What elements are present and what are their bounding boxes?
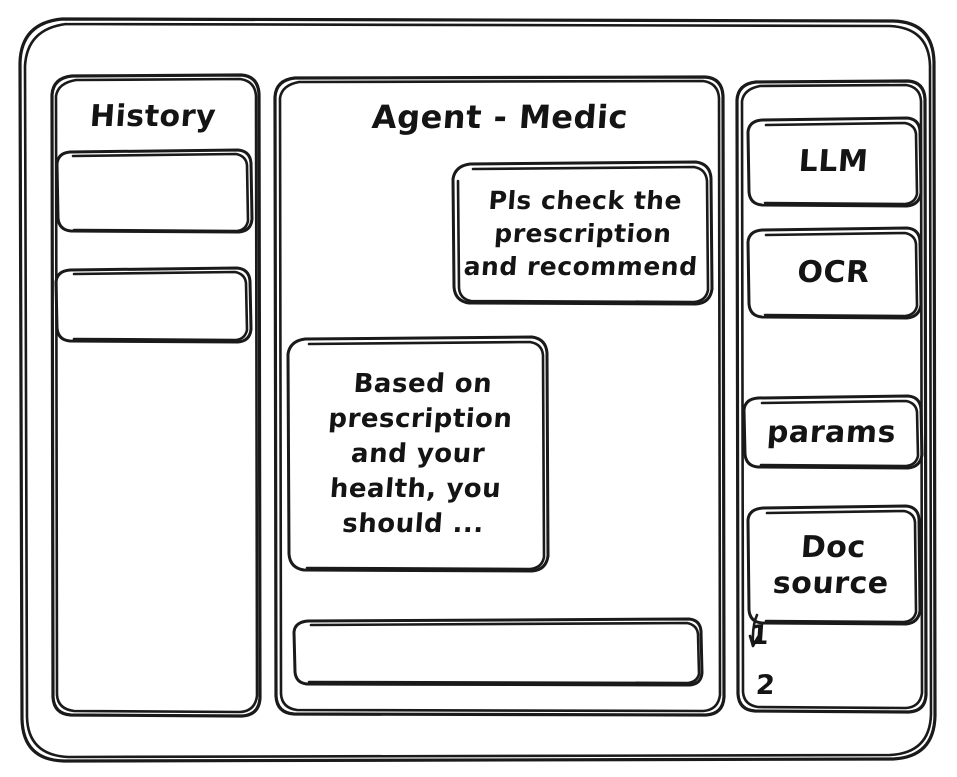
chip-label: params	[765, 415, 898, 450]
message-input[interactable]	[296, 620, 700, 684]
tool-chip-doc-source[interactable]: Doc source	[748, 506, 916, 626]
chip-label: OCR	[796, 255, 871, 290]
chip-label: LLM	[797, 144, 870, 179]
message-line: Based on	[352, 368, 494, 399]
page-title: Agent - Medic	[370, 98, 630, 136]
chat-message-user: Pls check the prescription and recommend	[450, 162, 716, 305]
history-item[interactable]	[58, 268, 250, 342]
tool-chip-ocr[interactable]: OCR	[749, 228, 918, 318]
message-line: prescription	[327, 403, 514, 434]
message-line: and your	[350, 438, 487, 469]
message-line: prescription	[493, 219, 673, 248]
tool-chip-llm[interactable]: LLM	[749, 118, 918, 206]
chat-message-assistant: Based on prescription and your health, y…	[283, 337, 553, 572]
chip-label: Doc	[799, 530, 867, 565]
sidebar-left-title: History	[88, 98, 218, 134]
doc-source-item-2[interactable]: 2	[754, 669, 777, 701]
message-line: should ...	[341, 509, 485, 540]
message-line: health, you	[328, 474, 503, 505]
tool-chip-params[interactable]: params	[745, 396, 917, 470]
chip-label: source	[771, 566, 890, 601]
doc-source-item-1[interactable]: 1	[748, 619, 771, 651]
history-item[interactable]	[58, 150, 250, 230]
message-line: Pls check the	[487, 186, 684, 215]
message-line: and recommend	[462, 252, 699, 281]
